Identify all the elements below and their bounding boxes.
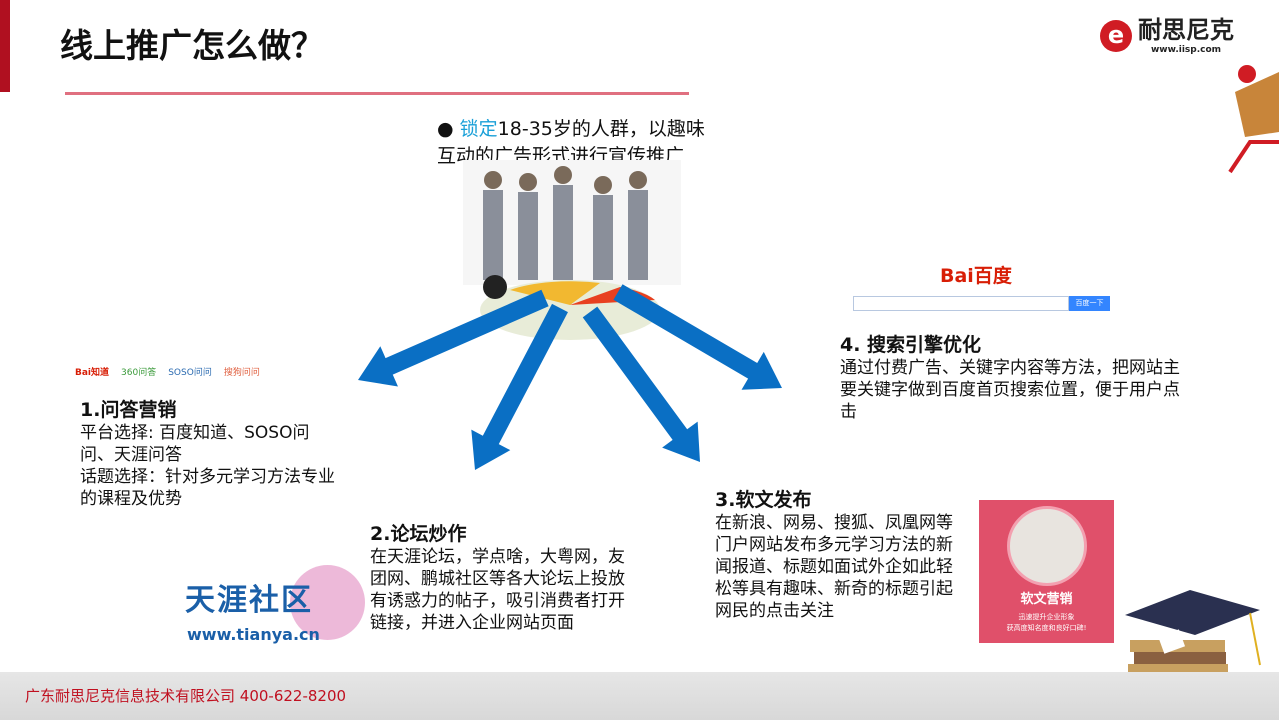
section-text: 在新浪、网易、搜狐、凤凰网等门户网站发布多元学习方法的新闻报道、标题如面试外企如…	[715, 513, 953, 621]
tianya-url: www.tianya.cn	[187, 625, 320, 644]
globe-icon	[290, 565, 365, 640]
footer-company-phone: 广东耐思尼克信息技术有限公司 400-622-8200	[25, 687, 347, 705]
intro-highlight: 锁定	[459, 118, 498, 140]
section-text: 话题选择：针对多元学习方法专业的课程及优势	[80, 467, 335, 509]
section-seo: 4. 搜索引擎优化 通过付费广告、关键字内容等方法，把网站主要关键字做到百度首页…	[840, 333, 1185, 423]
qa-platform-logos: Bai知道 360问答 SOSO问问 搜狗问问	[75, 355, 305, 390]
section-soft-article: 3.软文发布 在新浪、网易、搜狐、凤凰网等门户网站发布多元学习方法的新闻报道、标…	[715, 488, 967, 622]
intro-bullet: ● 锁定18-35岁的人群，以趣味互动的广告形式进行宣传推广	[437, 116, 722, 170]
company-logo: e 耐思尼克 www.iisp.com	[1100, 16, 1234, 56]
arrow-to-forum	[471, 303, 568, 470]
soft-article-card: 软文营销 迅速提升企业形象 获高度知名度和良好口碑!	[979, 500, 1114, 643]
arrow-to-soft-article	[582, 306, 700, 462]
bullet-mark: ●	[437, 118, 454, 140]
section-forum: 2.论坛炒作 在天涯论坛，学点啥，大粤网，友团网、鹏城社区等各大论坛上投放有诱惑…	[370, 522, 640, 634]
logo-mark-icon: e	[1100, 20, 1132, 52]
card-subtitle: 迅速提升企业形象	[1018, 613, 1075, 621]
section-title: 3.软文发布	[715, 489, 812, 511]
young-people-photo	[463, 160, 681, 285]
baidu-logo: Bai百度	[940, 265, 1012, 287]
tianya-name: 天涯社区	[185, 583, 313, 618]
logo-name: 耐思尼克	[1138, 16, 1234, 44]
page-title: 线上推广怎么做？	[60, 26, 324, 65]
card-subtitle: 获高度知名度和良好口碑!	[1006, 624, 1087, 632]
card-title: 软文营销	[1020, 592, 1073, 607]
graduation-cap-icon	[1125, 590, 1261, 675]
writing-hand-photo	[1006, 506, 1087, 586]
left-accent-bar	[0, 0, 10, 92]
section-qa-marketing: 1.问答营销 平台选择: 百度知道、SOSO问问、天涯问答 话题选择：针对多元学…	[80, 398, 340, 510]
section-text: 平台选择: 百度知道、SOSO问问、天涯问答	[80, 423, 310, 465]
baidu-search-input	[853, 296, 1069, 311]
title-divider	[65, 92, 689, 95]
footer-bar: 广东耐思尼克信息技术有限公司 400-622-8200	[0, 672, 1279, 720]
sogou-wenwen-logo: 搜狗问问	[223, 367, 260, 378]
mascot-icon	[1228, 65, 1279, 174]
section-title: 4. 搜索引擎优化	[840, 334, 982, 356]
arrow-to-seo	[613, 284, 782, 390]
360-wenda-logo: 360问答	[121, 367, 157, 378]
baidu-search-button: 百度一下	[1069, 296, 1110, 311]
section-text: 通过付费广告、关键字内容等方法，把网站主要关键字做到百度首页搜索位置，便于用户点…	[840, 358, 1180, 422]
section-title: 1.问答营销	[80, 399, 177, 421]
baidu-zhidao-logo: Bai知道	[75, 367, 110, 378]
tianya-logo: 天涯社区 www.tianya.cn	[185, 565, 365, 649]
section-text: 在天涯论坛，学点啥，大粤网，友团网、鹏城社区等各大论坛上投放有诱惑力的帖子，吸引…	[370, 547, 625, 633]
section-title: 2.论坛炒作	[370, 523, 467, 545]
arrow-to-qa	[358, 289, 549, 387]
logo-url: www.iisp.com	[1150, 45, 1222, 55]
soso-wenwen-logo: SOSO问问	[168, 367, 212, 378]
